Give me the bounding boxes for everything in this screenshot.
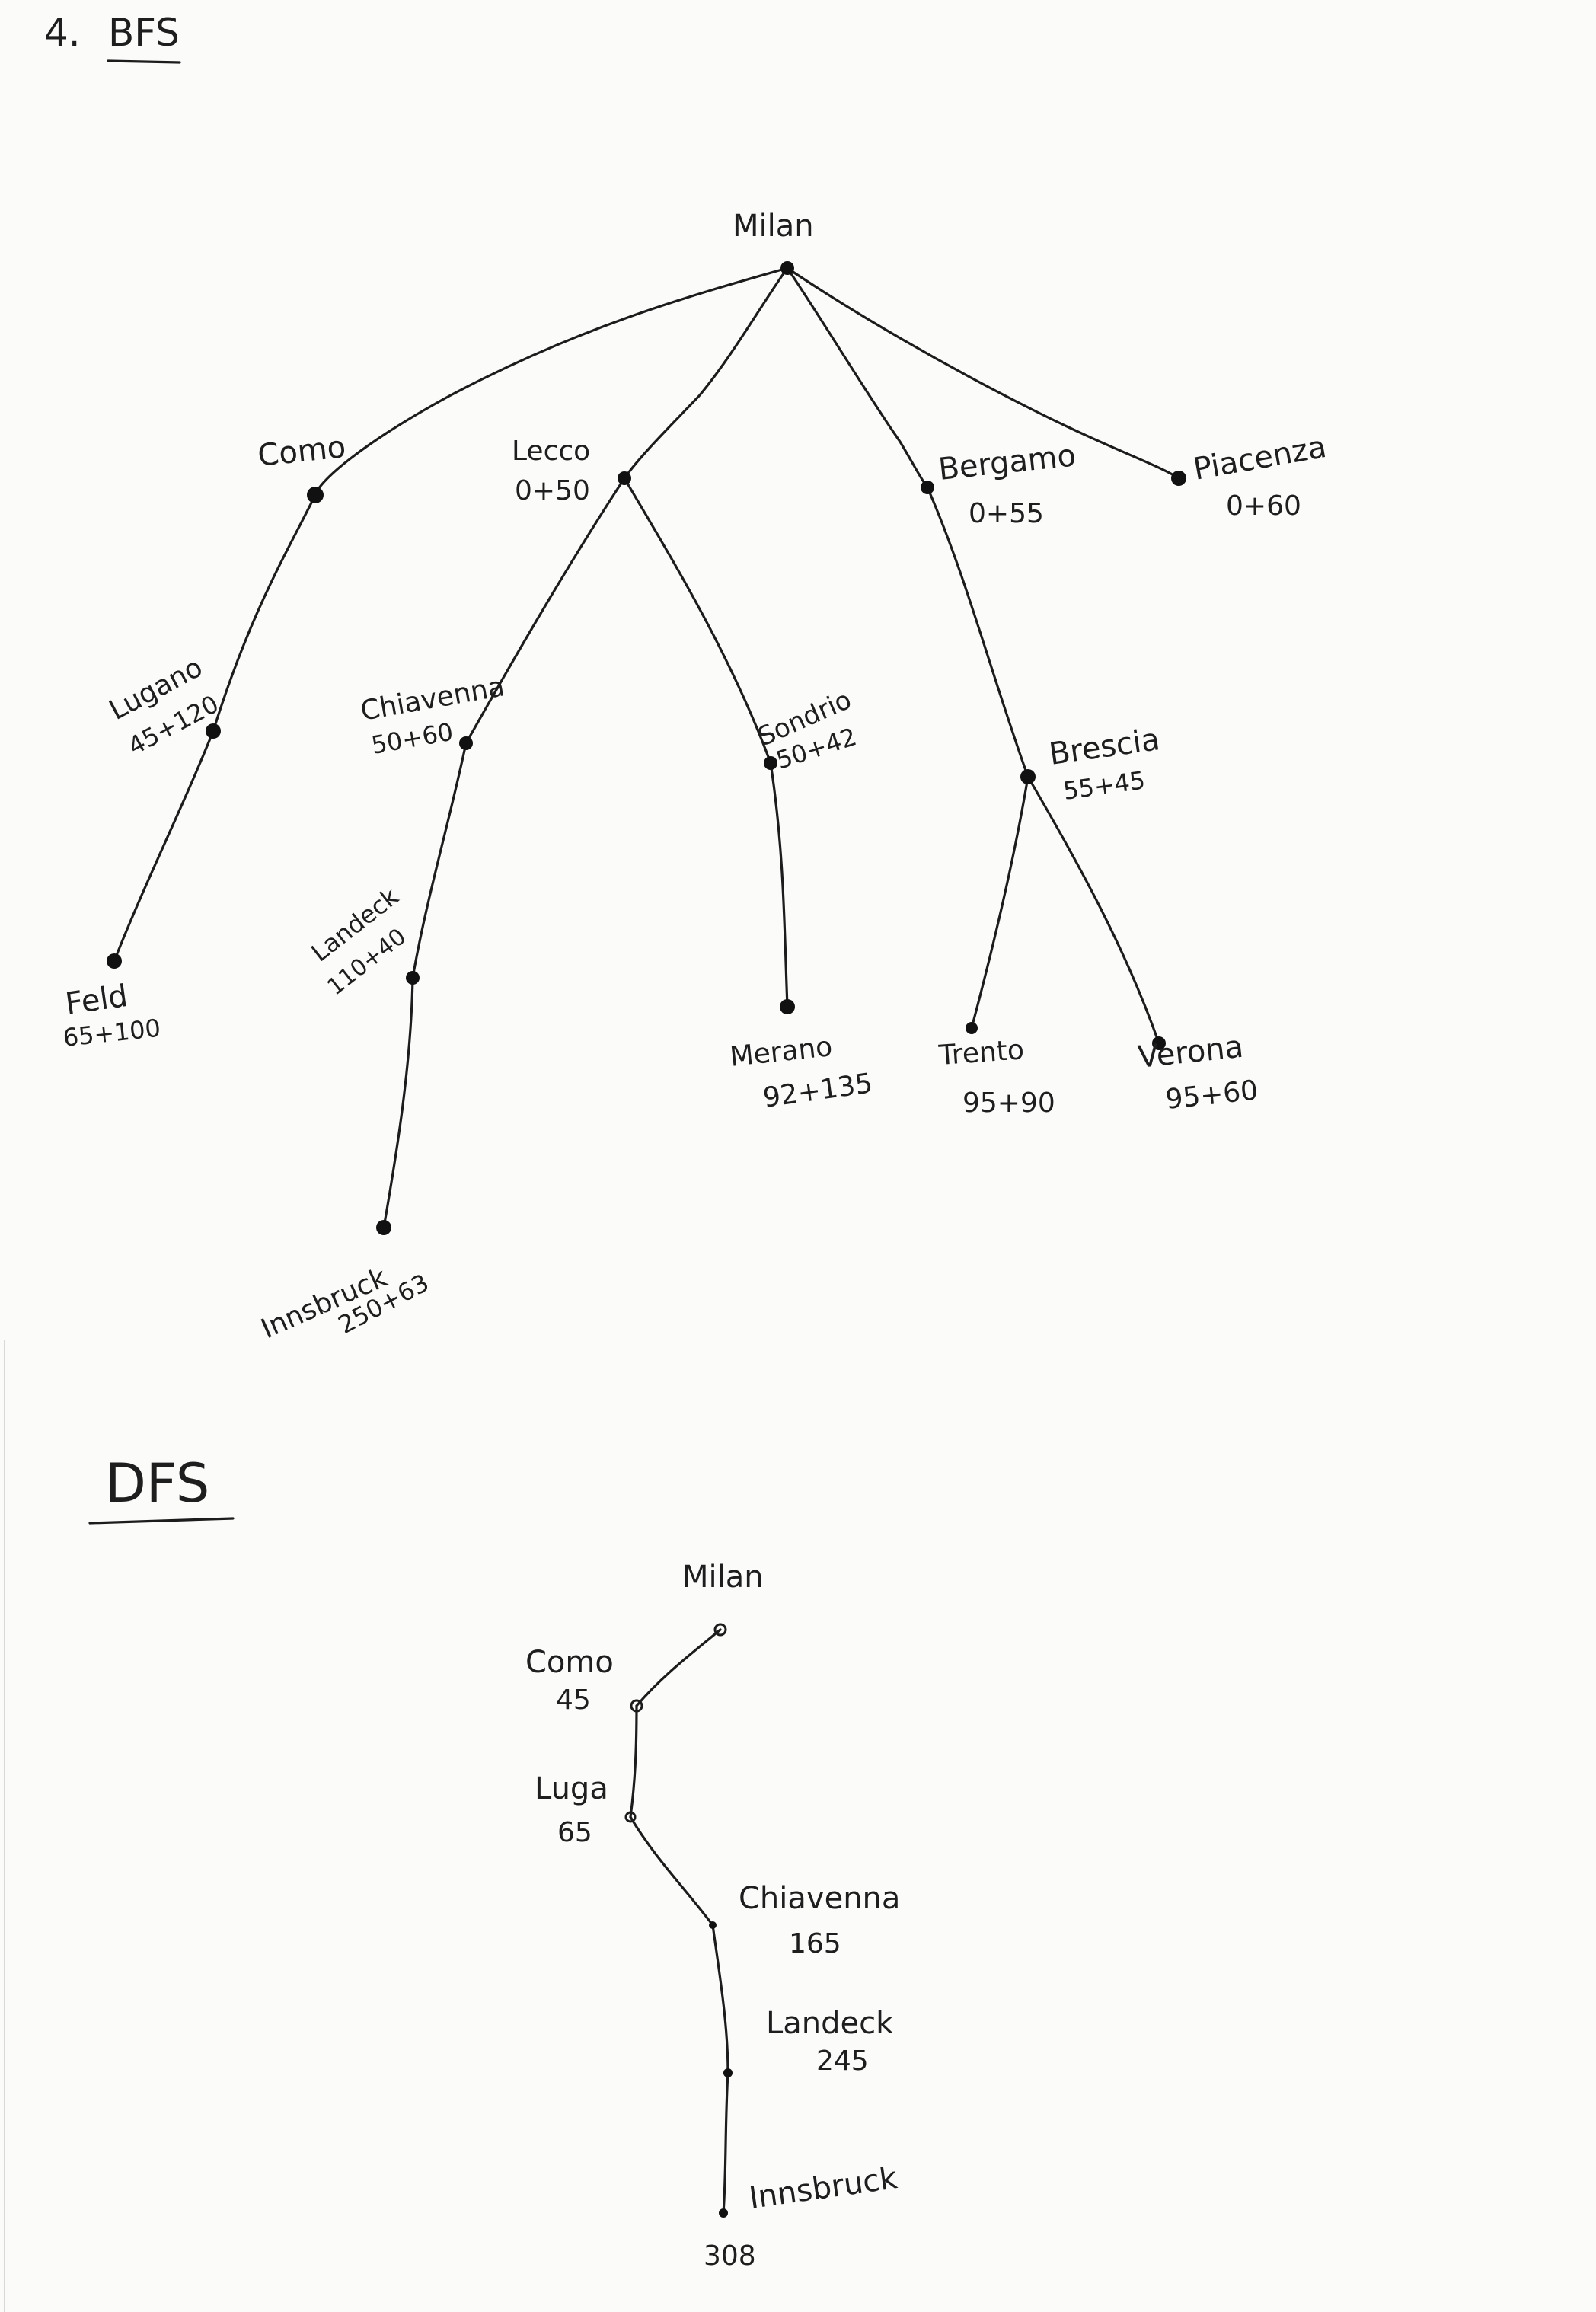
dfs-cost-landeck: 245 <box>816 2045 869 2077</box>
dfs-path-labels: Milan Como 45 Luga 65 Chiavenna 165 Land… <box>525 1560 900 2272</box>
bfs-label-como: Como <box>256 430 347 474</box>
bfs-tree-edges <box>113 267 1180 1229</box>
bfs-node-piacenza <box>1171 471 1186 486</box>
bfs-node-sondrio <box>764 756 777 770</box>
dfs-edge-landeck-innsbruck <box>722 2071 729 2215</box>
bfs-label-merano: Merano <box>729 1031 834 1073</box>
dfs-node-chiavenna <box>709 1921 717 1929</box>
dfs-cost-chiavenna: 165 <box>789 1928 841 1959</box>
dfs-edge-como-lugano <box>629 1704 638 1819</box>
dfs-node-lugano <box>624 1811 637 1823</box>
dfs-cost-lugano: 65 <box>557 1817 592 1848</box>
bfs-node-innsbruck <box>376 1220 391 1235</box>
bfs-label-milan: Milan <box>733 209 814 244</box>
bfs-cost-merano: 92+135 <box>761 1068 875 1114</box>
bfs-cost-piacenza: 0+60 <box>1226 490 1301 522</box>
bfs-edge-lecco-sondrio <box>623 477 772 765</box>
bfs-node-lugano <box>206 723 221 739</box>
dfs-label-innsbruck: Innsbruck <box>747 2160 900 2216</box>
bfs-label-chiavenna: Chiavenna <box>358 671 506 727</box>
bfs-label-piacenza: Piacenza <box>1191 430 1329 487</box>
dfs-node-como <box>630 1699 643 1713</box>
dfs-label-chiavenna: Chiavenna <box>739 1881 900 1916</box>
bfs-cost-trento: 95+90 <box>962 1087 1055 1119</box>
dfs-heading: DFS <box>105 1452 209 1515</box>
dfs-label-como: Como <box>525 1645 614 1680</box>
bfs-node-milan <box>780 261 794 275</box>
dfs-heading-underline <box>88 1517 235 1525</box>
bfs-node-lecco <box>618 471 631 485</box>
item-number: 4. <box>44 11 81 55</box>
bfs-tree-nodes <box>107 261 1186 1235</box>
dfs-edge-lugano-chiavenna <box>629 1815 714 1927</box>
dfs-cost-innsbruck: 308 <box>704 2240 756 2272</box>
bfs-edge-milan-bergamo <box>786 267 929 489</box>
bfs-node-chiavenna <box>459 736 473 750</box>
bfs-cost-bergamo: 0+55 <box>969 498 1044 529</box>
bfs-cost-brescia: 55+45 <box>1061 765 1147 806</box>
bfs-edge-brescia-verona <box>1026 775 1160 1045</box>
bfs-label-verona: Verona <box>1136 1030 1245 1075</box>
bfs-tree-labels: Milan Como Lecco 0+50 Bergamo 0+55 Piace… <box>62 209 1329 1345</box>
dfs-path-nodes <box>624 1623 733 2218</box>
bfs-edge-lecco-chiavenna <box>464 477 626 745</box>
bfs-cost-lecco: 0+50 <box>515 475 590 506</box>
bfs-node-landeck <box>406 971 420 985</box>
bfs-label-brescia: Brescia <box>1047 722 1162 772</box>
bfs-edge-milan-lecco <box>623 267 789 480</box>
bfs-edge-brescia-trento <box>970 775 1029 1030</box>
bfs-cost-verona: 95+60 <box>1164 1075 1259 1116</box>
bfs-edge-como-lugano <box>212 493 317 733</box>
dfs-node-innsbruck <box>719 2208 728 2218</box>
dfs-label-landeck: Landeck <box>766 2006 894 2041</box>
bfs-node-brescia <box>1020 769 1036 784</box>
bfs-edge-lugano-feld <box>113 730 215 963</box>
dfs-label-lugano: Luga <box>535 1771 608 1806</box>
bfs-edge-milan-piacenza <box>786 267 1180 480</box>
bfs-edge-landeck-innsbruck <box>382 976 414 1229</box>
bfs-node-verona <box>1152 1036 1166 1050</box>
bfs-edge-bergamo-brescia <box>926 486 1029 778</box>
dfs-path-edges <box>629 1628 729 2215</box>
dfs-edge-chiavenna-landeck <box>711 1924 729 2074</box>
bfs-node-trento <box>966 1022 978 1034</box>
bfs-label-lecco: Lecco <box>512 436 590 467</box>
bfs-label-bergamo: Bergamo <box>937 438 1077 487</box>
bfs-node-bergamo <box>921 481 934 494</box>
bfs-heading: BFS <box>108 11 180 55</box>
bfs-edge-chiavenna-landeck <box>411 742 468 979</box>
bfs-heading-underline <box>107 59 181 64</box>
dfs-cost-como: 45 <box>556 1685 591 1716</box>
bfs-node-como <box>307 487 324 503</box>
dfs-node-landeck <box>723 2068 733 2077</box>
bfs-node-merano <box>780 999 795 1014</box>
bfs-edge-sondrio-merano <box>769 762 789 1008</box>
bfs-edge-milan-como <box>314 267 789 497</box>
bfs-label-trento: Trento <box>937 1034 1025 1071</box>
bfs-node-feld <box>107 953 122 969</box>
dfs-node-milan <box>713 1623 727 1637</box>
dfs-label-milan: Milan <box>682 1560 764 1595</box>
dfs-edge-milan-como <box>635 1628 722 1707</box>
bfs-label-feld: Feld <box>63 979 130 1022</box>
